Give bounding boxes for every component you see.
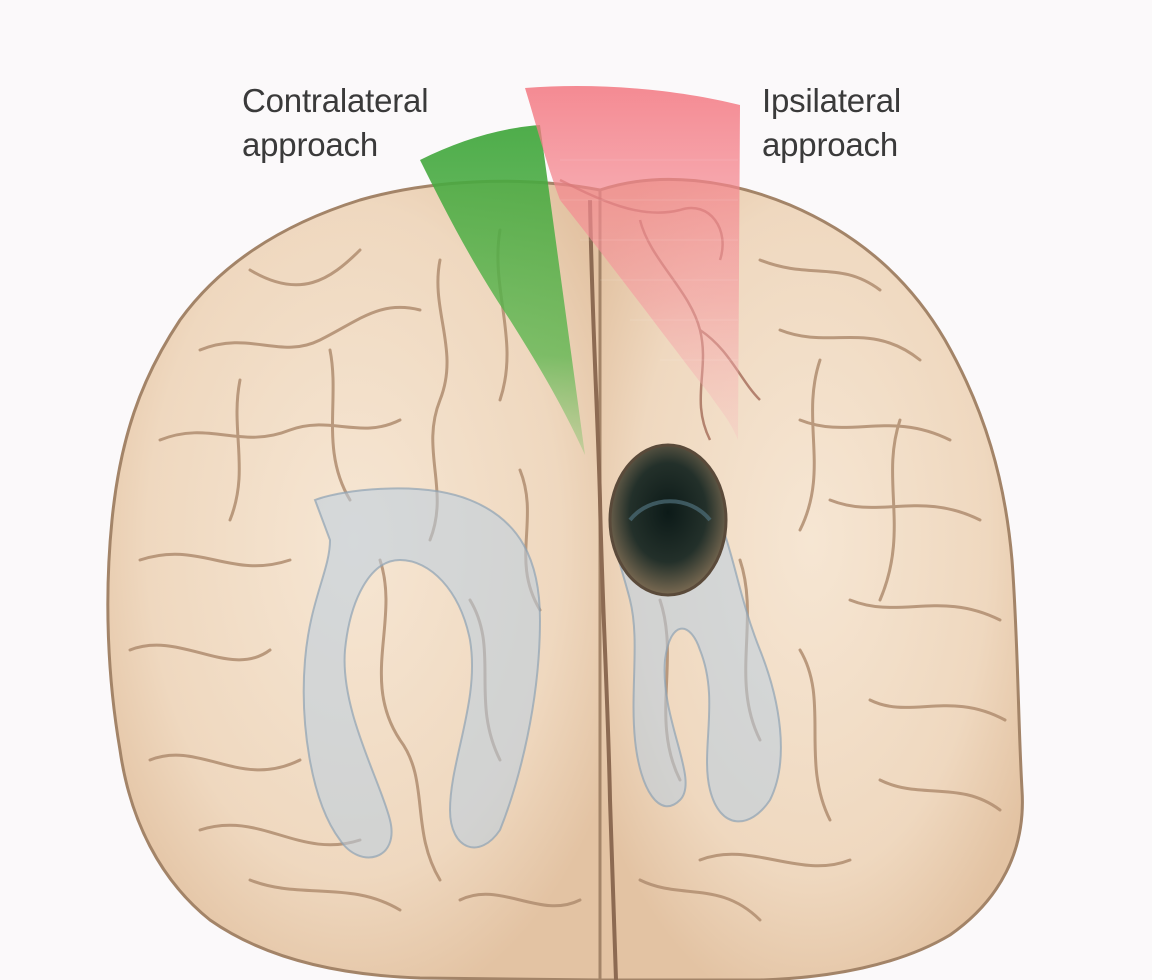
left-ventricle	[302, 487, 542, 859]
contralateral-label-line1: Contralateral	[242, 82, 429, 119]
ipsilateral-approach-label: Ipsilateral approach	[762, 79, 901, 167]
craniotomy-opening	[608, 443, 728, 597]
brain	[106, 177, 1024, 980]
contralateral-approach-label: Contralateral approach	[242, 79, 429, 167]
ipsilateral-approach-wedge	[525, 85, 740, 440]
longitudinal-fissure	[588, 199, 618, 980]
contralateral-approach-wedge	[420, 125, 585, 455]
ipsilateral-label-line1: Ipsilateral	[762, 82, 902, 119]
contralateral-label-line2: approach	[242, 126, 379, 163]
ipsilateral-label-line2: approach	[762, 126, 899, 163]
burr-hole	[608, 443, 728, 597]
wedge-texture	[560, 159, 738, 361]
